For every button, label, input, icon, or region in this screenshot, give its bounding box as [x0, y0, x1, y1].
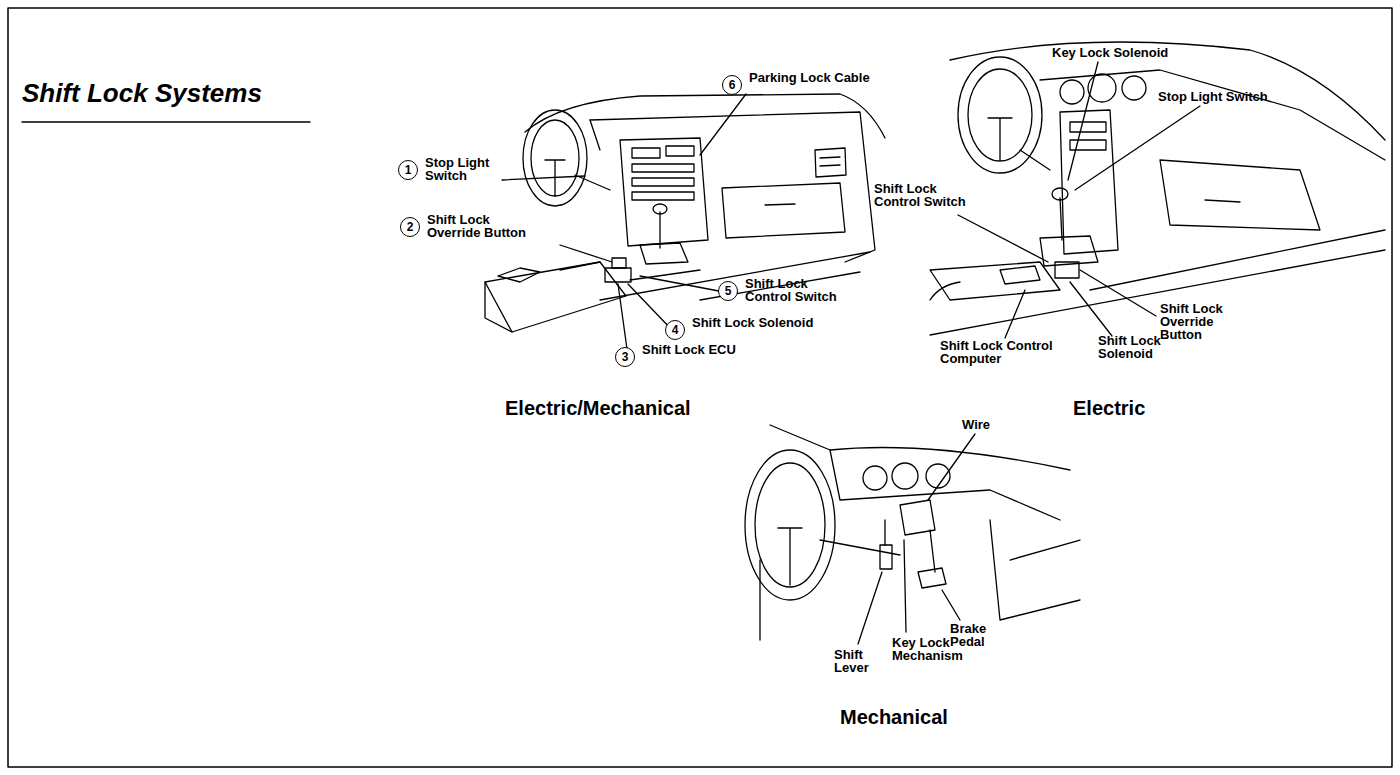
callout-circle: 3Shift Lock ECU	[615, 347, 635, 367]
part-label: Wire	[962, 418, 1042, 431]
callout-number: 5	[719, 282, 737, 300]
mechanical-figure	[745, 425, 1080, 644]
part-label: Shift Lock Control Switch	[745, 277, 847, 303]
part-label: Key Lock Solenoid	[1052, 46, 1252, 59]
part-label: Shift Lock Override Button	[1160, 302, 1234, 341]
part-label: Shift Lock Control Computer	[940, 339, 1058, 365]
electric-figure	[930, 42, 1385, 338]
callout-number: 2	[401, 218, 419, 236]
part-label: Stop Light Switch	[1158, 90, 1358, 103]
part-label: Shift Lever	[834, 648, 882, 674]
title-underline	[22, 121, 310, 123]
page-title: Shift Lock Systems	[22, 78, 262, 108]
callout-circle: 1Stop Light Switch	[398, 160, 418, 180]
part-label: Shift Lock Override Button	[427, 213, 539, 239]
part-label: Shift Lock ECU	[642, 343, 842, 356]
callout-circle: 5Shift Lock Control Switch	[718, 281, 738, 301]
figure-caption: Electric/Mechanical	[505, 397, 691, 419]
part-label: Stop Light Switch	[425, 156, 499, 182]
callout-number: 4	[666, 321, 684, 339]
part-label: Shift Lock Control Switch	[874, 182, 978, 208]
callout-circle: 6Parking Lock Cable	[722, 75, 742, 95]
callout-circle: 4Shift Lock Solenoid	[665, 320, 685, 340]
electric-mechanical-figure	[485, 94, 885, 349]
part-label: Shift Lock Solenoid	[1098, 334, 1162, 360]
callout-number: 6	[723, 76, 741, 94]
figure-caption: Mechanical	[840, 706, 948, 728]
callout-number: 3	[616, 348, 634, 366]
part-label: Shift Lock Solenoid	[692, 316, 892, 329]
figure-caption: Electric	[1073, 397, 1145, 419]
callout-number: 1	[399, 161, 417, 179]
callout-circle: 2Shift Lock Override Button	[400, 217, 420, 237]
part-label: Parking Lock Cable	[749, 71, 949, 84]
page-frame	[8, 8, 1392, 767]
part-label: Brake Pedal	[950, 622, 1000, 648]
